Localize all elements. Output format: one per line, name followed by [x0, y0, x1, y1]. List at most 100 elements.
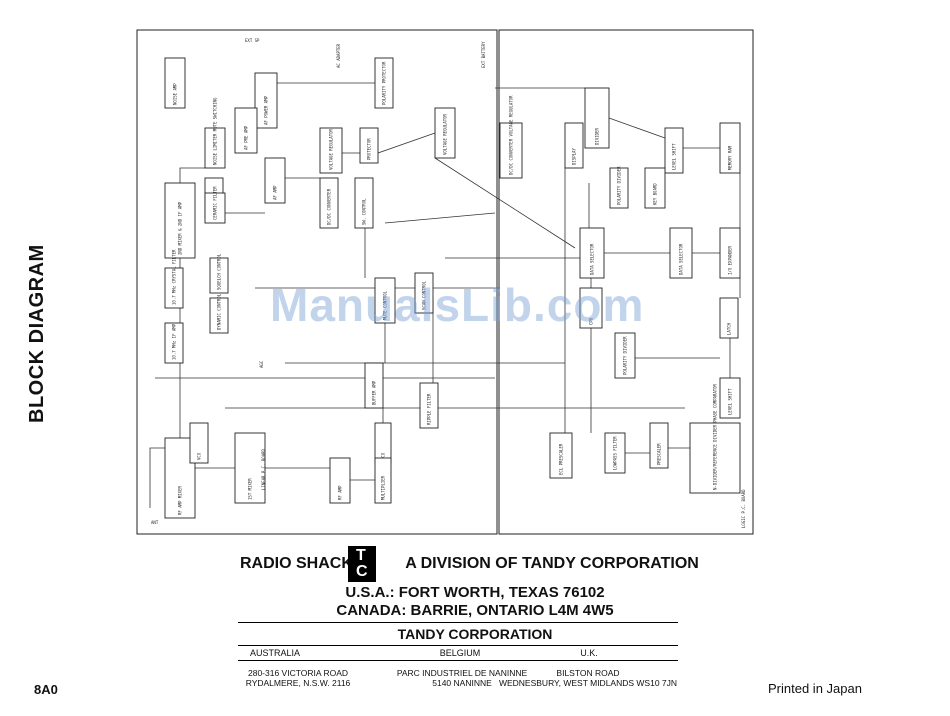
wire-7 [179, 167, 205, 183]
svg-text:MULTIPLIER: MULTIPLIER [381, 475, 386, 500]
left-block-11: SW. CONTROL [354, 177, 374, 229]
svg-text:SCAN CONTROL: SCAN CONTROL [422, 281, 427, 310]
division-text: A DIVISION OF TANDY CORPORATION [405, 555, 699, 572]
right-block-0: DISPLAY [564, 122, 584, 169]
right-block-13: LEVEL SHIFT [719, 377, 741, 419]
office-country-belgium: BELGIUM [439, 648, 481, 658]
right-block-4: MEMORY RAM [719, 122, 741, 174]
left-block-17: 10.7 MHz IF AMP [164, 322, 184, 364]
right-block-15: LOWPASS FILTER [604, 432, 626, 474]
svg-text:PRESCALER: PRESCALER [657, 443, 662, 465]
right-block-5: POLARITY DIVIDER [609, 166, 629, 209]
svg-text:DATA SELECTOR: DATA SELECTOR [679, 243, 684, 275]
left-block-14: 10.7 MHz CRYSTAL FILTER [164, 249, 184, 309]
left-block-10: DC/DC CONVERTER [319, 177, 339, 229]
watermark: ManualsLib.com [270, 279, 645, 331]
svg-text:VCO: VCO [197, 452, 202, 460]
uk-line1: BILSTON ROAD [556, 668, 620, 678]
svg-text:LEVEL SHIFT: LEVEL SHIFT [728, 388, 733, 415]
company-line: RADIO SHACK A DIVISION OF TANDY CORPORAT… [240, 555, 699, 573]
logic-board-frame [498, 29, 754, 535]
left-block-2: AF PRE AMP [234, 107, 258, 154]
belgium-line2: 5140 NANINNE [432, 678, 492, 688]
svg-text:RF AMP MIXER: RF AMP MIXER [178, 486, 183, 515]
svg-text:AF PRE AMP: AF PRE AMP [244, 125, 249, 150]
svg-text:1ST MIXER: 1ST MIXER [248, 478, 253, 500]
right-block-16: PRESCALER [649, 422, 669, 469]
office-address-uk: BILSTON ROAD WEDNESBURY, WEST MIDLANDS W… [478, 668, 698, 688]
office-address-australia: 280-316 VICTORIA ROAD RYDALMERE, N.S.W. … [188, 668, 408, 688]
svg-text:DYNAMIC CONTROL: DYNAMIC CONTROL [217, 293, 222, 330]
linear-board-frame [136, 29, 498, 535]
linear-board-label: LINEAR P.C. BOARD [261, 448, 266, 490]
left-block-16: DYNAMIC CONTROL [209, 293, 229, 334]
office-address-belgium: PARC INDUSTRIEL DE NANINNE 5140 NANINNE [352, 668, 572, 688]
right-block-11: LATCH [719, 297, 739, 339]
canada-address: CANADA: BARRIE, ONTARIO L4M 4W5 [336, 602, 614, 619]
logo-letter-t: T [356, 547, 366, 564]
left-block-13: VOLTAGE REGULATOR [434, 107, 456, 159]
svg-text:DIVIDER: DIVIDER [595, 128, 600, 145]
svg-text:10.7 MHz CRYSTAL FILTER: 10.7 MHz CRYSTAL FILTER [172, 249, 177, 305]
wire-41 [434, 157, 576, 249]
svg-text:RIPPLE FILTER: RIPPLE FILTER [427, 393, 432, 425]
svg-text:POLARITY PROTECTOR: POLARITY PROTECTOR [382, 61, 387, 105]
office-country-uk: U.K. [580, 648, 598, 658]
svg-text:AF POWER AMP: AF POWER AMP [264, 96, 269, 125]
left-block-22: VCO [374, 422, 392, 464]
svg-text:DATA SELECTOR: DATA SELECTOR [590, 243, 595, 275]
left-block-4: AF AMP [264, 157, 286, 204]
svg-text:N-DIVIDER/REFERENCE DIVIDER PH: N-DIVIDER/REFERENCE DIVIDER PHASE COMPAR… [713, 383, 718, 490]
page-number: 8A0 [34, 682, 58, 697]
circuit-blocks: NOISE AMP AF POWER AMP AF PRE AMP NOISE LIM… [164, 57, 741, 519]
australia-line2: RYDALMERE, N.S.W. 2116 [245, 678, 351, 688]
divider-top [238, 622, 678, 623]
svg-text:POLARITY DIVIDER: POLARITY DIVIDER [617, 166, 622, 205]
svg-text:RF AMP: RF AMP [338, 485, 343, 500]
wire-11 [377, 132, 436, 154]
right-block-8: DATA SELECTOR [669, 227, 693, 279]
tandy-corporation: TANDY CORPORATION [397, 626, 553, 642]
svg-text:I/O EXPANDER: I/O EXPANDER [728, 246, 733, 275]
left-block-25: VCO [189, 422, 209, 464]
svg-text:CPU: CPU [589, 317, 594, 325]
svg-text:AF AMP: AF AMP [273, 185, 278, 200]
svg-text:LATCH: LATCH [727, 322, 732, 335]
svg-text:PROTECTOR: PROTECTOR [367, 138, 372, 160]
left-block-20: SCAN CONTROL [414, 272, 434, 314]
office-country-australia: AUSTRALIA [249, 648, 300, 658]
block-diagram: NOISE AMP AF POWER AMP AF PRE AMP NOISE LIM… [136, 29, 754, 535]
belgium-line1: PARC INDUSTRIEL DE NANINNE [396, 668, 528, 678]
radio-shack-name: RADIO SHACK [240, 555, 353, 572]
left-block-1: AF POWER AMP [254, 72, 278, 129]
left-block-18: BUFFER AMP [364, 362, 384, 409]
svg-text:NOISE LIMITER MUTE SWITCHING: NOISE LIMITER MUTE SWITCHING [213, 97, 218, 165]
tandy-logo: T C [348, 546, 376, 582]
svg-text:DISPLAY: DISPLAY [572, 148, 577, 165]
right-block-2: DC/DC CONVERTER VOLTAGE REGULATOR [499, 95, 523, 179]
right-block-3: LEVEL SHIFT [664, 127, 684, 174]
ant-label: ANT [151, 520, 159, 525]
svg-text:NOISE AMP: NOISE AMP [173, 83, 178, 105]
right-block-7: DATA SELECTOR [579, 227, 605, 279]
svg-text:DC/DC CONVERTER VOLTAGE REGULA: DC/DC CONVERTER VOLTAGE REGULATOR [509, 95, 514, 175]
divider-bottom [238, 660, 678, 661]
left-block-23: MULTIPLIER [374, 457, 392, 504]
svg-text:VOLTAGE REGULATOR: VOLTAGE REGULATOR [329, 128, 334, 170]
right-block-12: POLARITY DIVIDER [614, 332, 636, 379]
right-block-6: KEY BOARD [644, 167, 666, 209]
right-block-1: DIVIDER [584, 87, 610, 149]
logo-letter-c: C [356, 563, 368, 580]
svg-text:DC/DC CONVERTER: DC/DC CONVERTER [327, 188, 332, 225]
left-block-6: 2ND MIXER & 2ND IF AMP [164, 182, 196, 259]
agc-label: AGC [259, 360, 264, 368]
left-block-7: CERAMIC FILTER [204, 186, 226, 224]
right-block-17: N-DIVIDER/REFERENCE DIVIDER PHASE COMPAR… [689, 383, 741, 494]
svg-text:SQUELCH CONTROL: SQUELCH CONTROL [217, 253, 222, 290]
svg-text:POLARITY DIVIDER: POLARITY DIVIDER [623, 336, 628, 375]
svg-text:BUFFER AMP: BUFFER AMP [372, 380, 377, 405]
right-block-10: CPU [579, 287, 603, 329]
left-block-26: 1ST MIXER [234, 432, 266, 504]
svg-text:LEVEL SHIFT: LEVEL SHIFT [672, 143, 677, 170]
left-block-9: PROTECTOR [359, 127, 379, 164]
